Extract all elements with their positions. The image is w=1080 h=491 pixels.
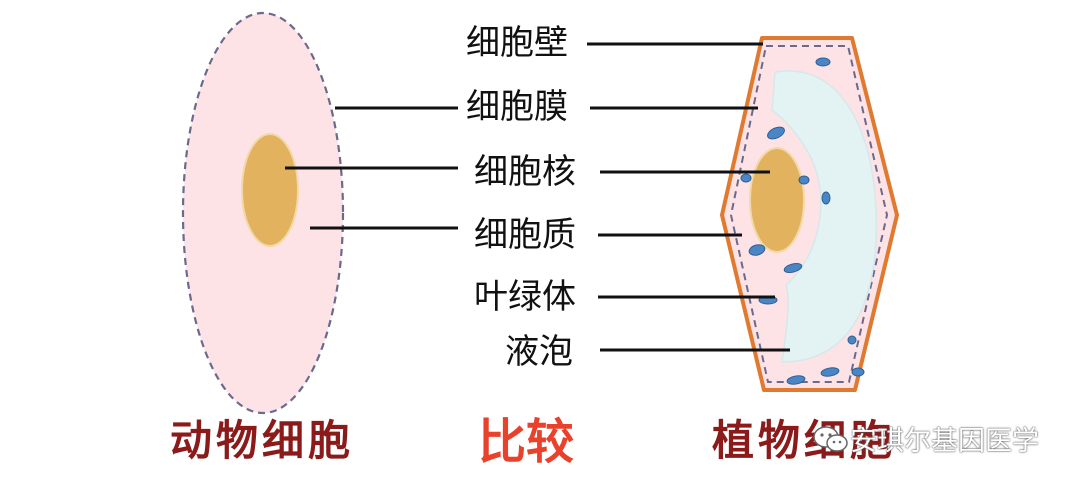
title-animal-cell: 动物细胞 [170,416,355,465]
animal-cell [181,11,345,415]
label-cell-membrane: 细胞膜 [466,87,568,127]
plant-cell-membrane [729,45,889,383]
chloroplast [748,244,766,256]
chloroplast [851,367,865,377]
label-cytoplasm: 细胞质 [474,215,576,255]
chloroplast [786,375,806,385]
title-compare: 比较 [478,414,575,470]
chloroplast [820,367,840,377]
label-chloroplast: 叶绿体 [474,277,576,317]
plant-cell-nucleus [749,147,805,253]
label-cell-wall: 细胞壁 [466,23,568,63]
animal-cell-nucleus [241,133,299,247]
title-plant-cell: 植物细胞 [712,416,897,465]
chloroplast [740,173,752,183]
chloroplast [767,126,785,140]
chloroplast [798,175,810,185]
plant-cell [720,36,899,392]
watermark-text: 安琪尔基因医学 [850,426,1039,457]
label-nucleus: 细胞核 [474,152,576,192]
plant-cell-vacuole [771,70,878,363]
chloroplast [815,57,831,67]
chloroplast [821,191,831,205]
leader-lines [285,42,790,352]
chloroplast [847,335,857,345]
wechat-icon [813,426,848,452]
label-vacuole: 液泡 [505,332,573,372]
chloroplast [783,262,803,274]
